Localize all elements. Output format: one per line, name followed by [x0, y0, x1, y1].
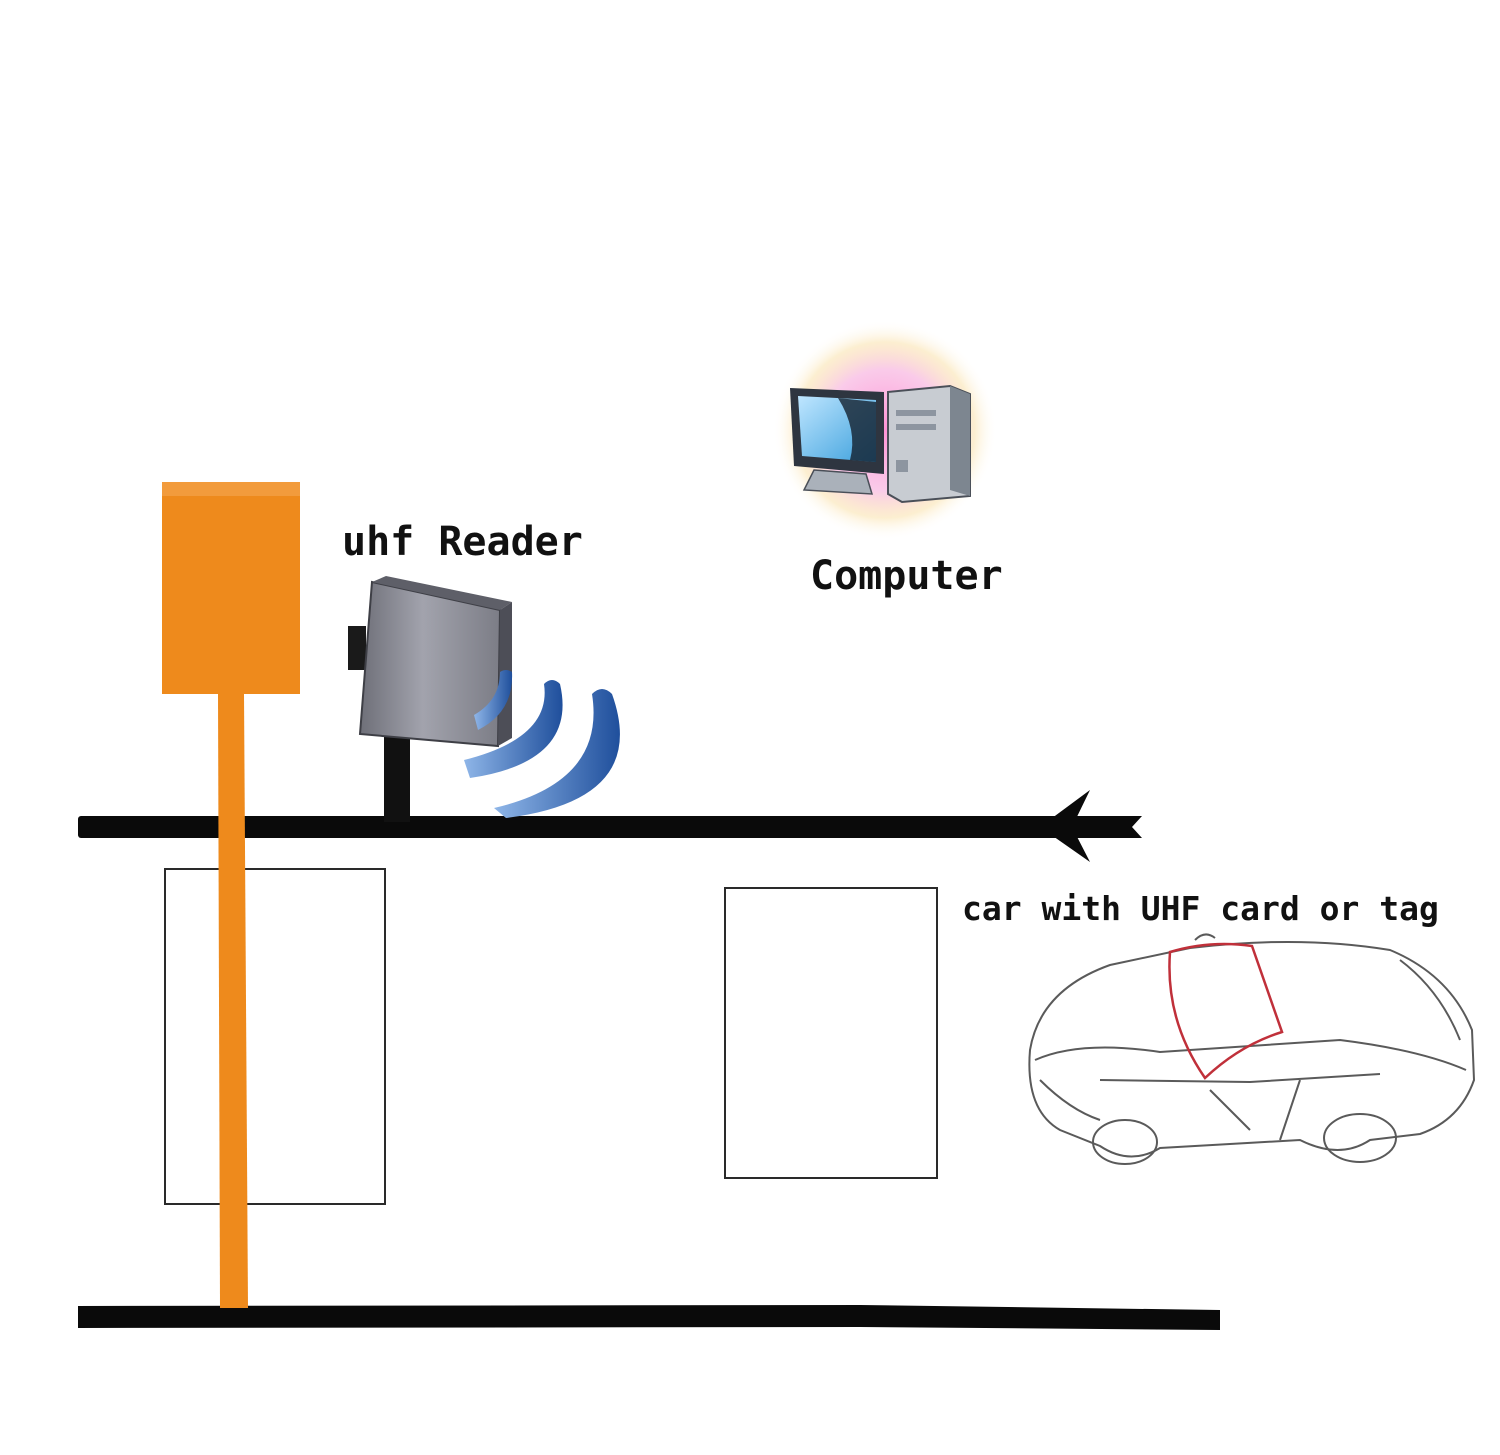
middle-parking-box: [724, 887, 938, 1179]
car-label: car with UHF card or tag: [962, 889, 1439, 928]
reader-label: uhf Reader: [342, 519, 583, 565]
lower-lane-line: [78, 1305, 1220, 1330]
rfid-reader-icon: [348, 576, 512, 748]
barrier-gate: [162, 482, 300, 1308]
left-parking-box: [164, 868, 386, 1205]
car-windshield-highlight: [1168, 942, 1284, 1080]
reader-stand: [384, 730, 410, 822]
arrow-left-icon: [1040, 790, 1142, 862]
upper-lane-line: [78, 816, 1098, 838]
desktop-computer-icon: [773, 320, 997, 540]
car-sketch-icon: [1028, 933, 1476, 1165]
computer-label: Computer: [810, 553, 1003, 599]
radio-waves-icon: [464, 670, 620, 818]
